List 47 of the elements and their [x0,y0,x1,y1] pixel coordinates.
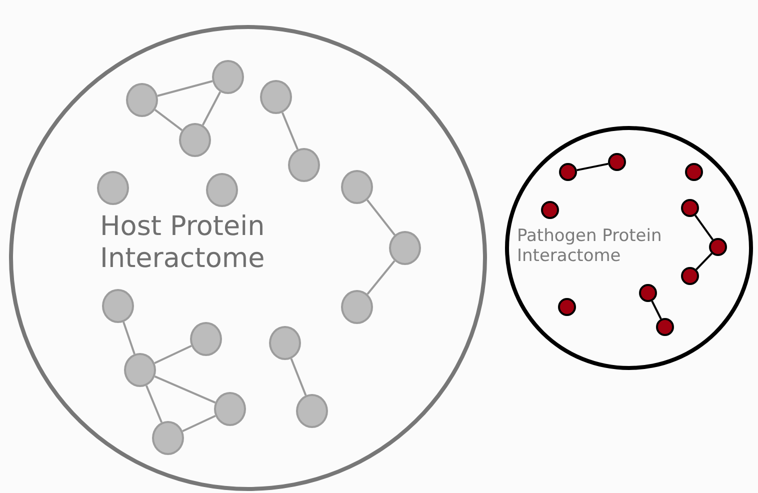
interaction-line [122,322,136,354]
interaction-line [157,80,213,97]
protein-node [608,153,626,171]
protein-node [639,284,657,302]
protein-node [341,290,373,324]
protein-node [681,267,699,285]
interaction-line [281,112,299,150]
protein-node [260,80,292,114]
protein-node [709,238,727,256]
interaction-line [154,109,183,131]
protein-node [296,394,328,428]
protein-node [179,123,211,157]
protein-node [214,392,246,426]
protein-node [190,322,222,356]
interaction-line [694,214,714,240]
interactome-label: Host Protein Interactome [100,211,266,276]
interaction-line [145,385,163,423]
protein-node [269,326,301,360]
interaction-line [154,376,216,404]
interaction-line [696,252,712,270]
interactome-circle [9,25,487,491]
protein-node [206,173,238,207]
protein-node [656,318,674,336]
protein-node [541,201,559,219]
interaction-line [290,358,307,396]
protein-node [152,421,184,455]
protein-node [126,83,158,117]
interaction-line [366,260,396,295]
interaction-line [182,414,216,432]
interactome-circle [505,126,753,370]
interaction-line [651,300,662,320]
protein-node [558,298,576,316]
protein-node [102,289,134,323]
interaction-line [576,162,608,172]
protein-node [97,171,129,205]
protein-node [212,60,244,94]
interaction-line [366,199,396,236]
protein-node [341,170,373,204]
interactome-label: Pathogen Protein Interactome [517,226,663,267]
protein-node [685,163,703,181]
protein-node [124,353,156,387]
interaction-line [154,344,192,364]
protein-node [389,231,421,265]
protein-node [288,148,320,182]
interaction-line [202,91,222,126]
protein-node [681,199,699,217]
protein-node [559,163,577,181]
